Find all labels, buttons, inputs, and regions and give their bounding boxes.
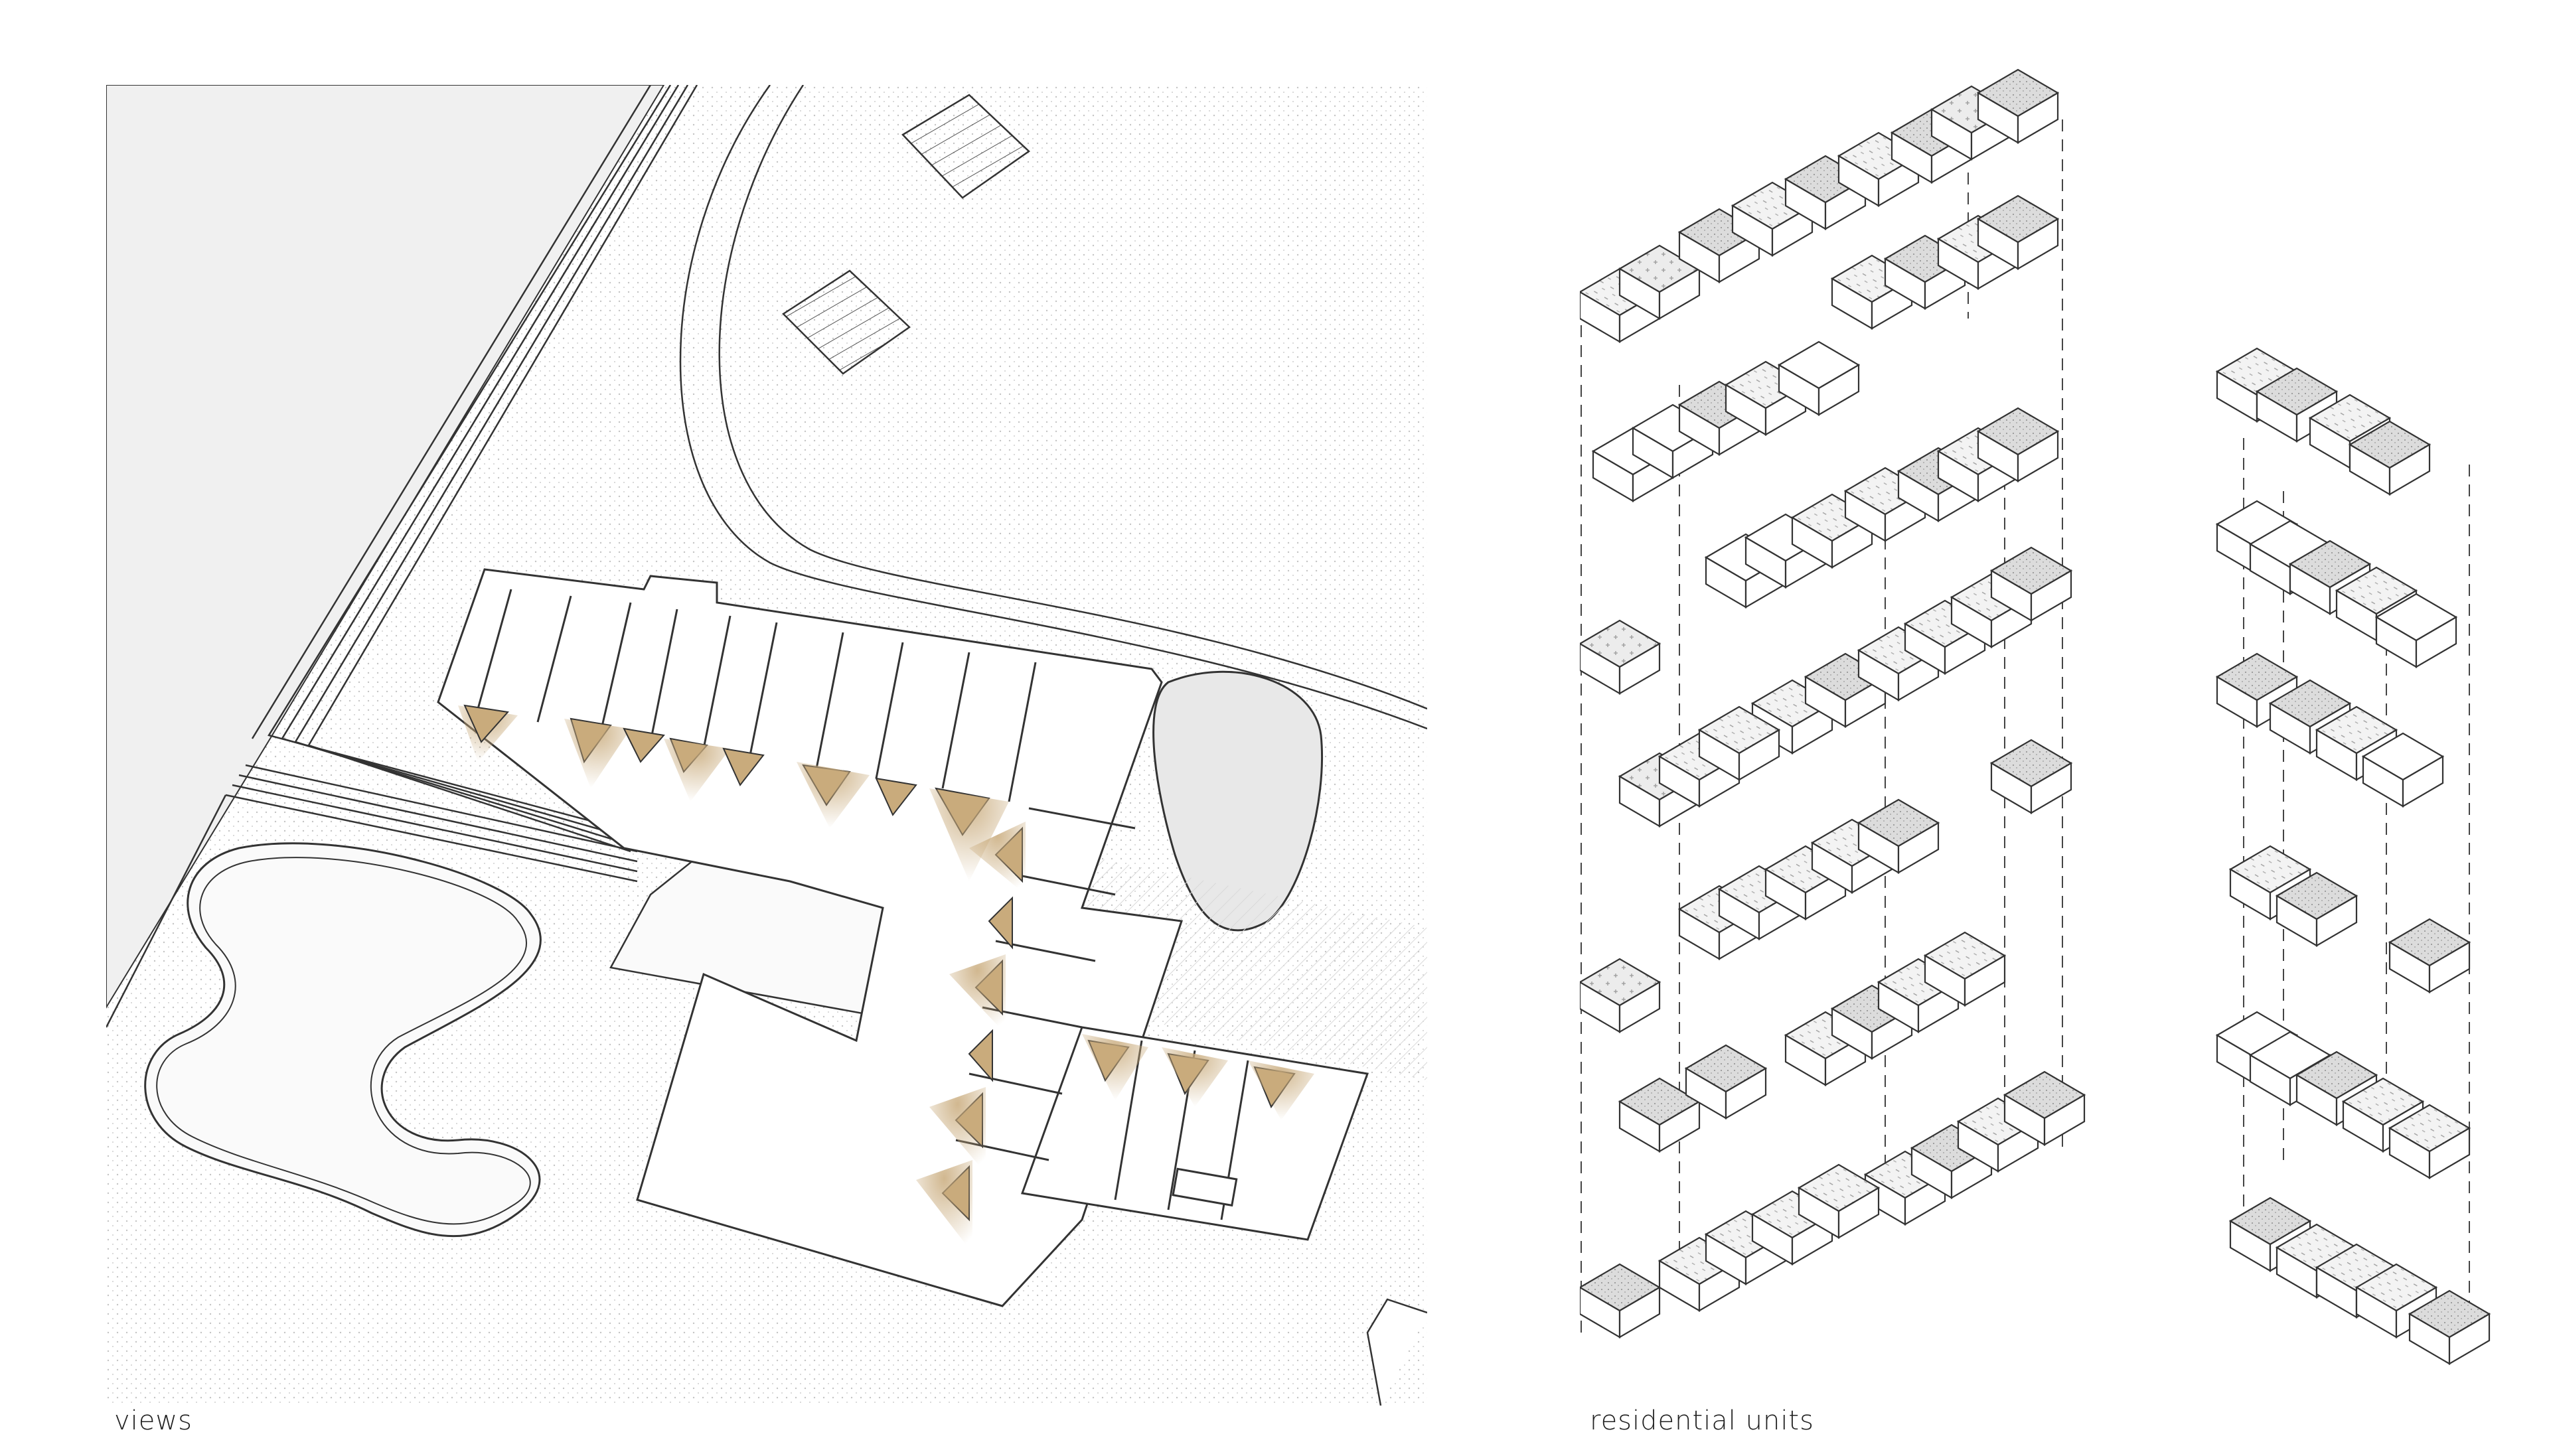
view-cone-icon (969, 822, 1026, 895)
lower-road-bundle (106, 764, 638, 1028)
residential-units-diagram (1580, 66, 2522, 1394)
unit-row-6 (1678, 798, 1940, 960)
view-cone-icon (968, 1029, 993, 1082)
site-plan (106, 85, 1427, 1406)
unit-row-7 (1580, 931, 2006, 1086)
view-cone-icon (916, 1160, 972, 1253)
view-cone-icon (929, 787, 1009, 881)
meandering-path (144, 842, 542, 1238)
view-cone-icon (1082, 1034, 1148, 1100)
curved-road (679, 85, 1427, 730)
view-cone-icon (929, 1087, 986, 1173)
unit-row-9 (1580, 1163, 1880, 1339)
hatched-tile-2 (782, 269, 911, 375)
view-cone-icon (458, 704, 518, 762)
unit-row-1 (1580, 68, 2059, 343)
view-cone-icon (988, 896, 1013, 950)
road-bundle (251, 85, 698, 853)
view-cone-icon (564, 717, 631, 788)
view-cone-icon (664, 737, 730, 802)
view-cones (458, 704, 1314, 1253)
view-cone-icon (1162, 1047, 1228, 1107)
view-cone-icon (949, 954, 1006, 1034)
view-cone-icon (875, 777, 917, 816)
corner-fragment (1366, 1298, 1427, 1406)
view-cone-icon (1248, 1060, 1314, 1120)
view-cone-icon (623, 727, 665, 763)
yard-hatch (1082, 855, 1427, 1080)
caption-views: views (114, 1406, 193, 1436)
view-cone-icon (722, 747, 765, 786)
meandering-path-inner (156, 857, 531, 1225)
hatched-tile-1 (901, 94, 1030, 199)
units-drawing (1580, 68, 2491, 1365)
unit-row-4 (1580, 546, 2072, 755)
site-plan-drawing (106, 85, 1427, 1406)
caption-residential-units: residential units (1590, 1406, 1814, 1436)
unit-column-right (2216, 347, 2491, 1365)
view-cone-icon (797, 762, 870, 828)
